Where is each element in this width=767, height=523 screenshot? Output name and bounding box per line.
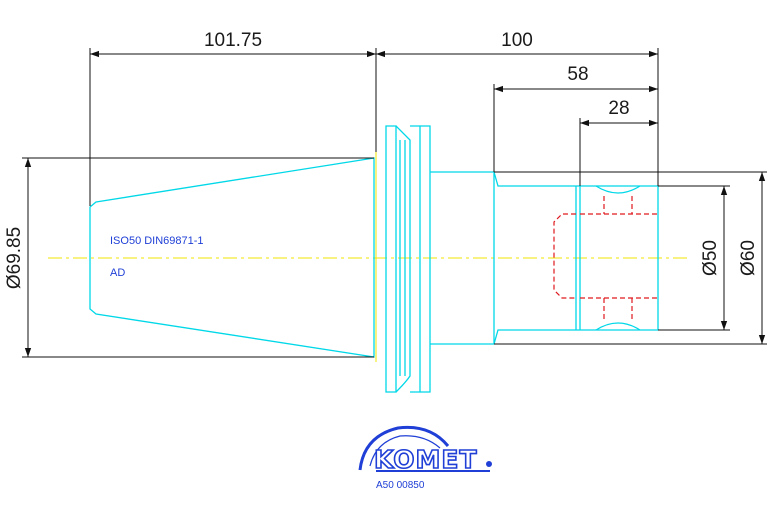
logo-arc-icon	[358, 425, 450, 471]
flange-rear	[410, 125, 421, 393]
note-form: AD	[110, 267, 125, 279]
note-standard: ISO50 DIN69871-1	[110, 235, 204, 247]
groove-bottom	[595, 322, 641, 331]
bore-outline	[553, 213, 576, 299]
dimension-lines	[22, 48, 767, 358]
shank	[493, 171, 659, 345]
dim-groove-depth: 28	[608, 98, 629, 119]
flange	[385, 125, 397, 393]
komet-logo: KOMET A50 00850	[358, 425, 492, 491]
logo-arc-inner-icon	[369, 435, 441, 467]
dim-total-length: 100	[501, 30, 533, 51]
logo-dot-icon	[486, 461, 492, 467]
logo-brand: KOMET	[374, 445, 478, 474]
groove-top	[595, 185, 641, 194]
logo-underline	[376, 470, 490, 472]
dim-bore-depth: 58	[567, 64, 588, 85]
flange-collar	[420, 125, 431, 393]
neck	[430, 171, 495, 345]
hidden-bore	[553, 196, 658, 320]
flange-groove	[395, 125, 411, 393]
dim-flange-diameter: Ø69.85	[4, 227, 25, 289]
dim-bore-diameter: Ø50	[700, 240, 721, 276]
logo-article-number: A50 00850	[376, 480, 425, 491]
tool-holder-outline	[89, 125, 659, 393]
dim-outer-diameter: Ø60	[738, 240, 759, 276]
dim-taper-length: 101.75	[204, 30, 262, 51]
